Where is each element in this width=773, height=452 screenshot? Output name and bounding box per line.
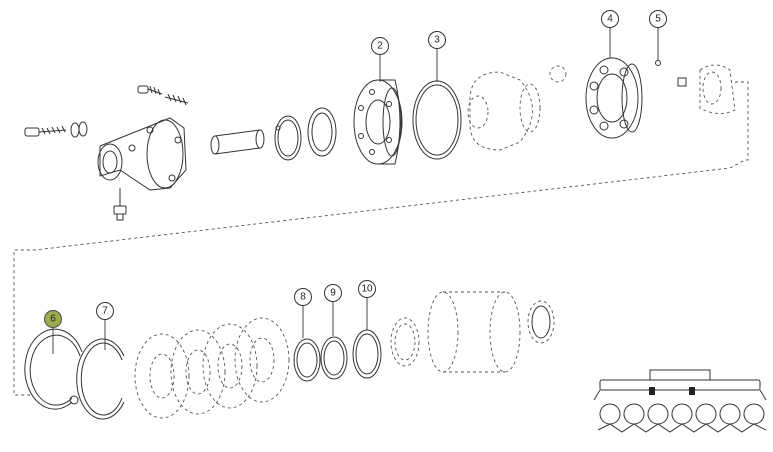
flange-housing: [97, 117, 187, 191]
svg-text:2: 2: [377, 41, 383, 52]
leader-lines: [52, 28, 659, 354]
hub: [467, 71, 541, 151]
stud-bolts: [137, 85, 189, 106]
bolt-with-washers: [24, 121, 88, 138]
splined-ring-right: [527, 300, 555, 344]
callout-6[interactable]: 6: [44, 310, 62, 328]
machine-thumbnail: [593, 369, 767, 433]
callout-5[interactable]: 5: [649, 10, 667, 28]
o-ring: [412, 80, 462, 160]
friction-discs: [134, 317, 290, 419]
ball: [549, 65, 567, 83]
ring-9: [320, 336, 348, 380]
callout-4[interactable]: 4: [601, 10, 619, 28]
shaft-pin: [210, 129, 265, 155]
splined-ring: [390, 317, 420, 367]
ring-10: [352, 329, 382, 379]
callout-3[interactable]: 3: [428, 31, 446, 49]
callout-8[interactable]: 8: [294, 288, 312, 306]
svg-text:8: 8: [300, 292, 306, 303]
svg-text:7: 7: [102, 306, 108, 317]
drum: [427, 291, 521, 373]
small-ball: [655, 60, 661, 66]
svg-text:10: 10: [361, 284, 373, 295]
snap-ring: [24, 328, 83, 410]
callout-10[interactable]: 10: [358, 280, 376, 298]
bearing-flange: [353, 79, 403, 165]
svg-text:9: 9: [330, 288, 336, 299]
assembly-break-line: [13, 81, 749, 396]
ring-8: [293, 338, 321, 382]
grease-nipple: [113, 188, 127, 221]
roller-bearing: [585, 57, 643, 139]
svg-text:5: 5: [655, 14, 661, 25]
ring-gear: [677, 64, 736, 114]
circlip-and-ring: [274, 107, 337, 161]
callout-2[interactable]: 2: [371, 37, 389, 55]
circlip: [76, 338, 125, 420]
callout-7[interactable]: 7: [96, 302, 114, 320]
svg-text:4: 4: [607, 14, 613, 25]
callout-9[interactable]: 9: [324, 284, 342, 302]
svg-text:3: 3: [434, 35, 440, 46]
svg-text:6: 6: [50, 314, 56, 325]
